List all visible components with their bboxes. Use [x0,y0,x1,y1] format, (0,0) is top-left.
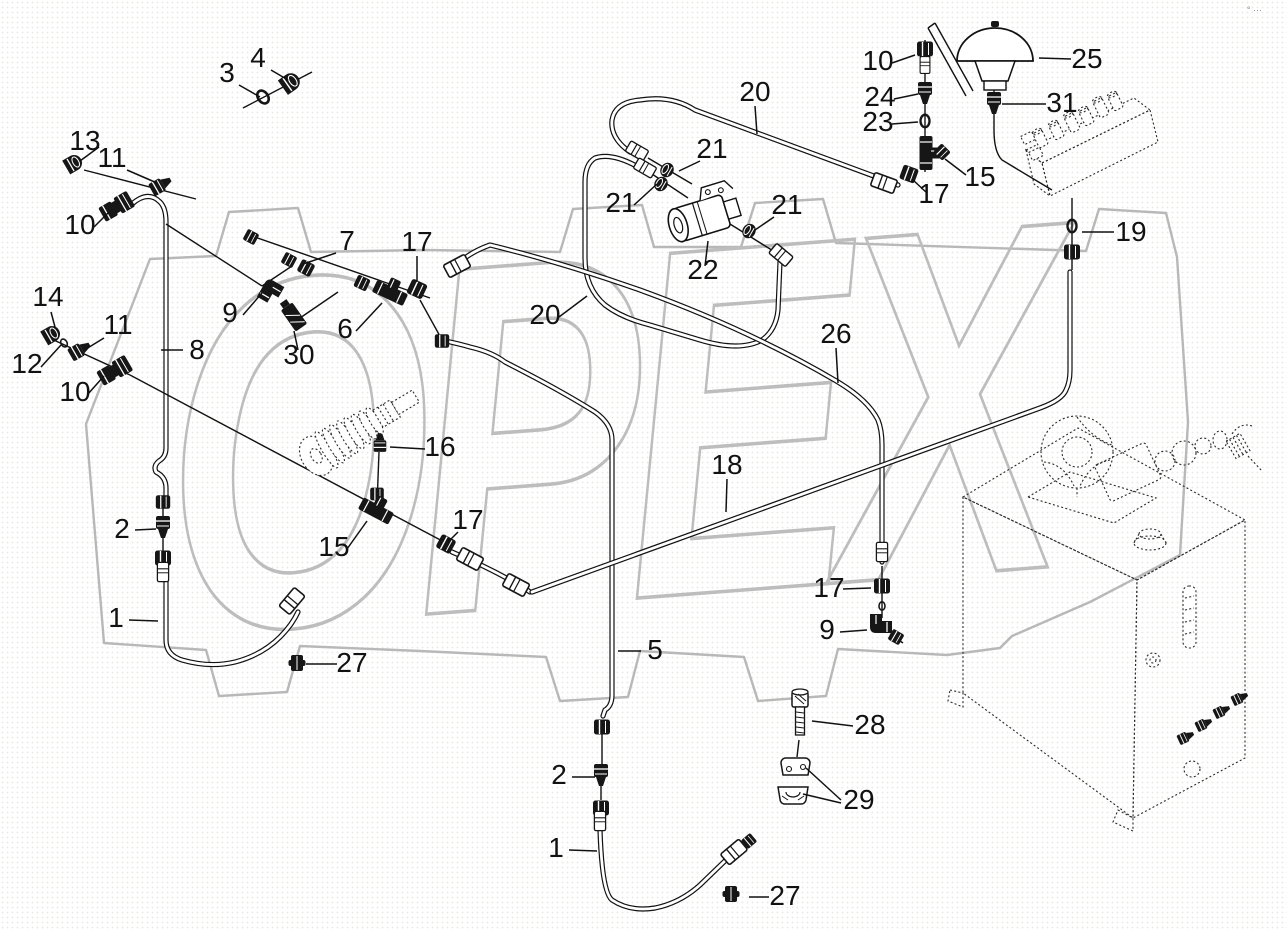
hose1b-sleeve [593,810,607,832]
callout-20a: 20 [529,299,560,330]
nut-10c [916,40,934,58]
part-axis-13-11-10 [83,169,197,200]
callout-15a: 15 [964,161,995,192]
cap-nut-4 [277,69,304,96]
gear-watermark [84,197,1190,703]
tank-drain-plug [1183,760,1201,778]
nut-17d [873,577,891,595]
callout-2a: 2 [114,513,130,544]
callout-30: 30 [283,339,314,370]
callout-11b: 11 [103,309,132,340]
pipe-26-coupling [875,541,889,563]
callout-31: 31 [1046,87,1077,118]
nut-below-19 [1063,243,1081,261]
callout-14: 14 [32,281,63,312]
socket-bolt-28 [791,688,809,736]
callout-27a: 27 [336,647,367,678]
leader-lines [40,54,1114,898]
callout-21c: 21 [771,189,802,220]
tank-port-fitting [1175,728,1197,746]
callout-9a: 9 [222,297,238,328]
callout-21a: 21 [605,187,636,218]
tank-plug [1145,652,1161,668]
tank-port-fitting [1229,689,1251,707]
pump-elbow-fitting [1225,432,1251,460]
seal-ring-12 [58,337,70,349]
corner-marks: ° ··· [1247,5,1262,15]
callout-17c: 17 [452,504,483,535]
stack-sleeve [919,56,931,74]
callout-16: 16 [424,431,455,462]
callout-17a: 17 [401,226,432,257]
callout-2b: 2 [551,759,567,790]
pump-assembly [1026,415,1263,524]
opex-watermark: OPEX [155,116,1090,739]
fitting-11b [66,337,94,363]
callout-1a: 1 [108,602,124,633]
fitting-row-axis [251,235,431,299]
accumulator-line [993,86,1053,191]
fitting-31 [986,91,1002,115]
pipe8-end-nut [155,494,171,510]
callout-11a: 11 [97,142,126,173]
axis-lines [44,40,1073,800]
callout-4: 4 [250,42,266,73]
tank-port-fitting [1211,702,1233,720]
callout-13: 13 [69,125,100,156]
pipe-clamp-29 [777,757,811,805]
fitting-2b [593,763,609,787]
line-to-tee-15 [129,374,447,544]
breather-cap [1133,528,1167,551]
callout-28: 28 [854,709,885,740]
callout-1b: 1 [548,832,564,863]
callout-9b: 9 [819,614,835,645]
callout-23: 23 [862,106,893,137]
callout-8: 8 [189,334,205,365]
hydraulic-tank [947,427,1251,832]
fitting-24 [917,81,933,105]
callout-26: 26 [820,318,851,349]
callout-5: 5 [647,634,663,665]
pipe-5-nut [434,333,450,349]
brake-valve-22 [667,180,742,243]
solenoid-valves [1031,90,1124,149]
callout-labels: 3 4 13 11 10 14 12 11 10 8 7 17 9 30 6 2… [11,42,1146,911]
nut-27b [722,885,740,903]
callout-19: 19 [1115,216,1146,247]
callout-7: 7 [339,225,355,256]
callout-17d: 17 [813,572,844,603]
hose1a-sleeve [156,561,170,583]
callout-29: 29 [843,784,874,815]
callout-21b: 21 [696,133,727,164]
callout-6: 6 [337,313,353,344]
sensor-stub [299,291,339,319]
callout-12: 12 [11,348,42,379]
stub-to-pipe-5 [419,299,442,339]
callout-18: 18 [711,449,742,480]
nut-27a [288,654,306,672]
callout-15b: 15 [318,531,349,562]
valve-block [1019,90,1159,198]
callout-3: 3 [219,57,235,88]
callout-25: 25 [1071,43,1102,74]
callout-20b: 20 [739,76,770,107]
pipe5-end-nut [593,718,611,736]
bolt-clamp-line [796,739,800,758]
callout-27b: 27 [769,880,800,911]
callout-10b: 10 [59,376,90,407]
tank-port-fitting [1193,715,1215,733]
strainer-element [298,389,421,477]
callout-10c: 10 [862,45,893,76]
callout-24: 24 [864,81,895,112]
accumulator-25 [956,21,1034,91]
callout-17b: 17 [918,178,949,209]
callout-10a: 10 [64,209,95,240]
callout-22: 22 [687,254,718,285]
hose-1-bottom [600,830,728,909]
line-to-elbow-9 [165,223,263,287]
valve-outlet-stub [729,223,779,255]
part-axis-3-4 [242,71,313,109]
sight-glass [1182,585,1197,649]
